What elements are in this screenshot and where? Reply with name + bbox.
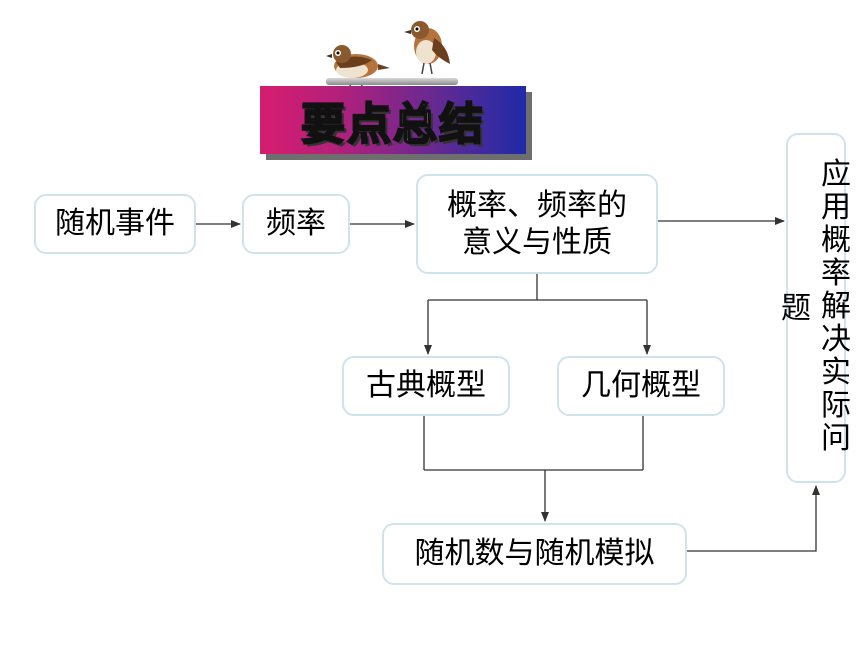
perch-bar xyxy=(326,78,458,85)
node-meaning-line1: 概率、频率的 xyxy=(447,187,627,223)
node-frequency: 频率 xyxy=(242,194,350,254)
sparrow-icon xyxy=(326,45,390,87)
node-frequency-label: 频率 xyxy=(266,206,326,242)
application-column-1: 应 用 概 率 解 决 实 际 问 xyxy=(818,158,854,455)
node-application xyxy=(786,133,846,483)
application-char: 率 xyxy=(821,256,851,291)
node-random-event-label: 随机事件 xyxy=(55,206,175,242)
node-random-simulation: 随机数与随机模拟 xyxy=(382,523,687,585)
application-column-2: 题 xyxy=(778,292,814,325)
node-meaning-line2: 意义与性质 xyxy=(462,225,612,260)
node-simulation-label: 随机数与随机模拟 xyxy=(414,536,655,572)
node-geometric-label: 几何概型 xyxy=(581,368,701,404)
application-char: 解 xyxy=(821,289,851,324)
application-char: 概 xyxy=(821,223,851,258)
application-char: 实 xyxy=(821,355,851,390)
page-title: 要点总结 xyxy=(300,98,485,151)
node-meaning-properties: 概率、频率的 意义与性质 xyxy=(416,174,658,274)
application-char: 际 xyxy=(821,388,851,423)
application-char: 决 xyxy=(821,322,851,357)
node-random-event: 随机事件 xyxy=(34,194,196,254)
application-char: 应 xyxy=(821,157,851,192)
application-char: 问 xyxy=(821,421,851,456)
application-char: 题 xyxy=(781,291,811,326)
node-geometric-model: 几何概型 xyxy=(557,356,725,416)
node-classical-model: 古典概型 xyxy=(342,356,510,416)
node-classical-label: 古典概型 xyxy=(366,368,486,404)
title-banner: 要点总结 xyxy=(260,86,526,154)
application-char: 用 xyxy=(821,190,851,225)
sparrow-icon xyxy=(404,21,450,75)
arrow-simulation-to-application xyxy=(687,485,820,552)
